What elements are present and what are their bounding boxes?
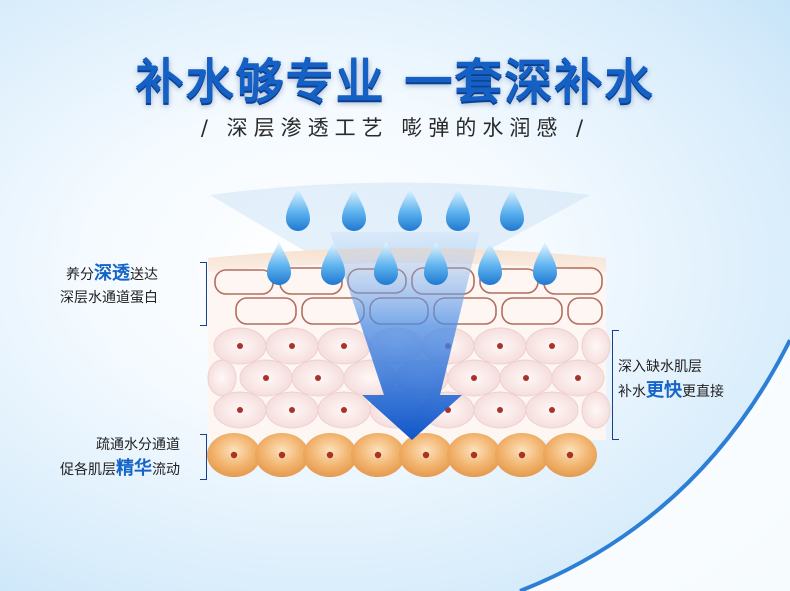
note-bottom-suffix: 流动 [152,462,180,478]
water-drop-icon [374,242,398,285]
note-bottom-prefix: 促各肌层 [60,462,116,478]
note-right-emphasis: 更快 [646,380,682,401]
headline: 补水够专业 一套深补水 [135,54,655,110]
bracket-right [612,330,619,440]
note-bottom-line1: 疏通水分通道 [96,437,180,453]
water-drop-icon [478,242,502,285]
note-bottom-emphasis: 精华 [116,458,152,479]
tagline: / 深层渗透工艺 嘭弹的水润感 / [200,116,590,140]
water-drop-icon [286,188,310,231]
note-right-line1: 深入缺水肌层 [618,359,702,375]
note-bottom: 疏通水分通道 促各肌层精华流动 [60,434,180,482]
note-top-prefix: 养分 [66,267,94,283]
bracket-bottom-left [200,434,207,480]
water-drop-icon [446,188,470,231]
water-drop-icon [533,242,557,285]
down-arrow-icon [330,232,480,440]
note-top: 养分深透送达 深层水通道蛋白 [60,262,158,310]
note-top-suffix: 送达 [130,267,158,283]
note-right-suffix: 更直接 [682,384,724,400]
note-right: 深入缺水肌层 补水更快更直接 [618,356,724,404]
note-top-emphasis: 深透 [94,263,130,284]
water-drop-icons [267,188,557,285]
note-top-line2: 深层水通道蛋白 [60,290,158,306]
water-drop-icon [500,188,524,231]
water-drop-icon [342,188,366,231]
water-drop-icon [267,242,291,285]
bracket-top-left [200,262,207,326]
water-drop-icon [398,188,422,231]
water-drop-icon [321,242,345,285]
note-right-prefix: 补水 [618,384,646,400]
water-drop-icon [424,242,448,285]
